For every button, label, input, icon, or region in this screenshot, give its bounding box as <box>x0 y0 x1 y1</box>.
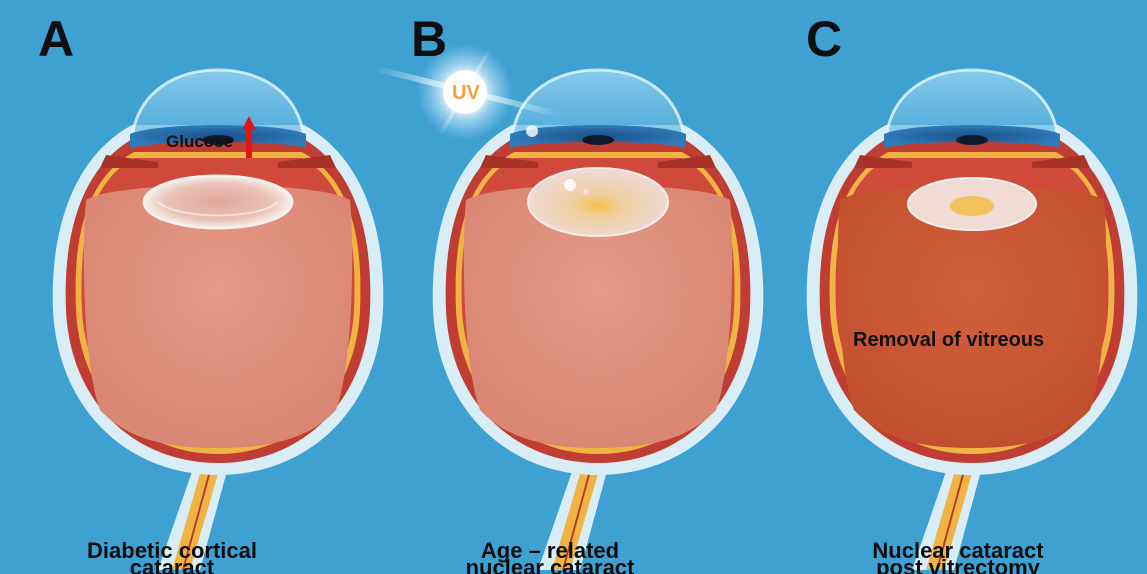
lens-a <box>144 176 292 228</box>
vitreous-removal-label: Removal of vitreous <box>853 329 1044 352</box>
eye-b <box>433 70 764 570</box>
caption-a: Diabetic cortical cataract <box>22 542 322 574</box>
caption-b-line2: nuclear cataract <box>400 559 700 574</box>
glucose-label: Glucose <box>166 132 233 152</box>
panel-letter-a: A <box>38 14 74 64</box>
uv-label: UV <box>452 82 480 105</box>
panel-letter-c: C <box>806 14 842 64</box>
caption-c: Nuclear cataract post vitrectomy <box>808 542 1108 574</box>
caption-a-line2: cataract <box>22 559 322 574</box>
panel-letter-b: B <box>411 14 447 64</box>
eye-c <box>807 70 1138 570</box>
caption-c-line2: post vitrectomy <box>808 559 1108 574</box>
lens-b <box>528 168 668 236</box>
caption-b: Age – related nuclear cataract <box>400 542 700 574</box>
